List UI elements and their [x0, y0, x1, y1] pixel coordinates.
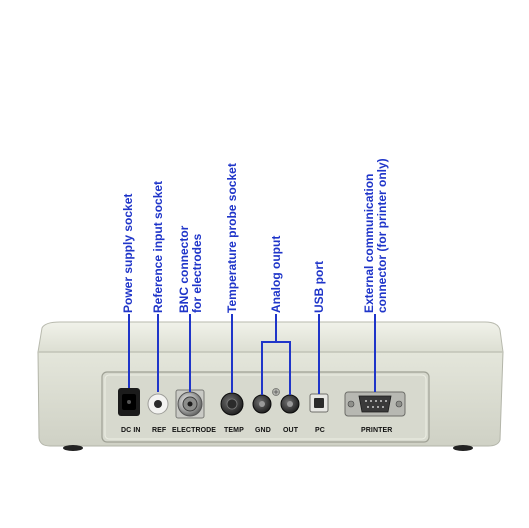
housing-lid [37, 321, 504, 353]
callout-external-communication: External communication connector (for pr… [362, 158, 389, 313]
foot-right [453, 445, 473, 451]
callout-power-supply: Power supply socket [121, 193, 135, 313]
port-label-electrode: ELECTRODE [172, 427, 217, 434]
port-label-gnd: GND [255, 427, 271, 434]
port-label-out: OUT [283, 427, 299, 434]
callout-lines [128, 314, 376, 395]
usb-port [309, 393, 329, 413]
printer-connector [344, 391, 406, 417]
callout-bnc-connector: BNC connector for electrodes [177, 225, 204, 313]
port-label-temp: TEMP [224, 427, 244, 434]
foot-left [63, 445, 83, 451]
callout-analog-output: Analog ouput [269, 235, 283, 313]
port-label-printer: PRINTER [361, 427, 393, 434]
port-label-ref: REF [152, 427, 167, 434]
temp-socket [220, 392, 244, 416]
panel-screw [272, 388, 280, 396]
callout-reference-input: Reference input socket [151, 180, 165, 313]
ref-socket [147, 393, 169, 415]
callout-usb-port: USB port [312, 261, 326, 313]
port-label-dc-in: DC IN [121, 427, 141, 434]
callout-temperature-probe: Temperature probe socket [225, 163, 239, 313]
out-socket [280, 394, 300, 414]
port-label-pc: PC [315, 427, 325, 434]
gnd-socket [252, 394, 272, 414]
bnc-connector [175, 389, 205, 419]
callout-line-analog-bracket [261, 341, 291, 395]
dc-in-socket [118, 388, 140, 416]
